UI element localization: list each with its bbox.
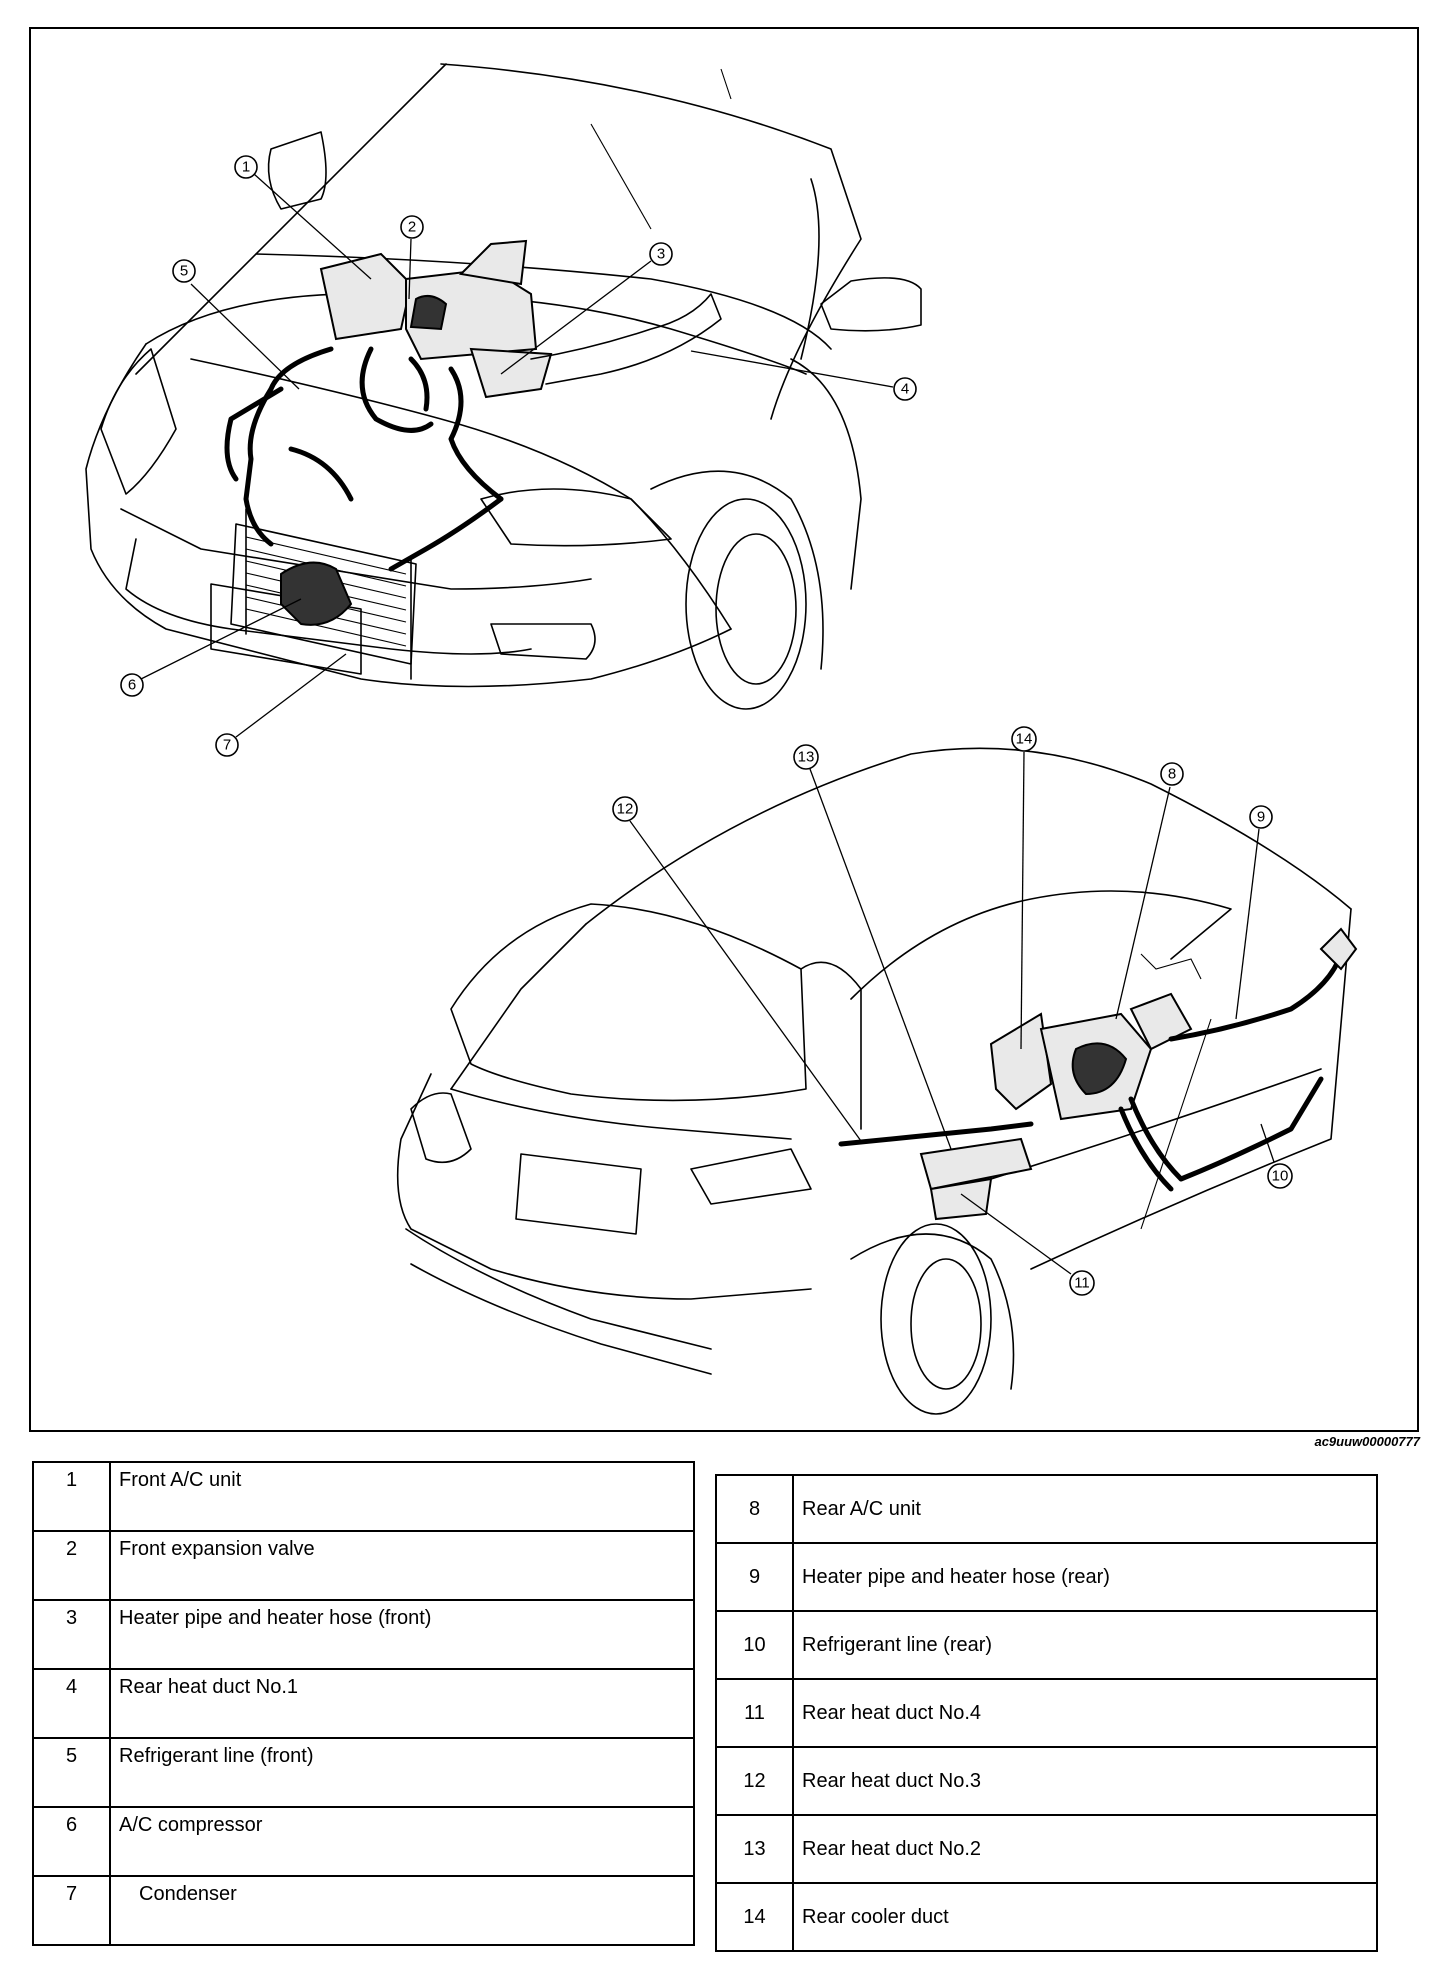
legend-number: 10 bbox=[715, 1610, 794, 1680]
callout-8: 8 bbox=[1160, 762, 1184, 786]
diagram-frame: 1 2 3 4 5 6 7 8 9 10 11 12 13 14 bbox=[29, 27, 1419, 1432]
callout-14: 14 bbox=[1011, 726, 1037, 752]
legend-number: 13 bbox=[715, 1814, 794, 1884]
svg-text:2: 2 bbox=[408, 219, 416, 236]
legend-label: Heater pipe and heater hose (front) bbox=[109, 1599, 695, 1670]
legend-number: 5 bbox=[32, 1737, 111, 1808]
legend-label: Front A/C unit bbox=[109, 1461, 695, 1532]
callout-5: 5 bbox=[172, 259, 196, 283]
callout-2: 2 bbox=[400, 215, 424, 239]
svg-text:12: 12 bbox=[617, 801, 634, 818]
legend-label: Refrigerant line (front) bbox=[109, 1737, 695, 1808]
legend-label: Rear cooler duct bbox=[792, 1882, 1378, 1952]
legend-number: 8 bbox=[715, 1474, 794, 1544]
svg-text:4: 4 bbox=[901, 381, 909, 398]
legend-label: Rear A/C unit bbox=[792, 1474, 1378, 1544]
legend-label: Rear heat duct No.4 bbox=[792, 1678, 1378, 1748]
legend-number: 12 bbox=[715, 1746, 794, 1816]
legend-label: Heater pipe and heater hose (rear) bbox=[792, 1542, 1378, 1612]
image-code: ac9uuw00000777 bbox=[1314, 1434, 1420, 1449]
svg-text:14: 14 bbox=[1016, 731, 1033, 748]
callout-13: 13 bbox=[793, 744, 819, 770]
legend-number: 14 bbox=[715, 1882, 794, 1952]
svg-text:9: 9 bbox=[1257, 809, 1265, 826]
legend-number: 4 bbox=[32, 1668, 111, 1739]
svg-text:11: 11 bbox=[1074, 1275, 1090, 1292]
legend-number: 6 bbox=[32, 1806, 111, 1877]
legend-label: Front expansion valve bbox=[109, 1530, 695, 1601]
legend-label: Condenser bbox=[109, 1875, 695, 1946]
svg-text:13: 13 bbox=[798, 749, 815, 766]
svg-text:7: 7 bbox=[223, 737, 231, 754]
legend-label: Rear heat duct No.1 bbox=[109, 1668, 695, 1739]
svg-text:6: 6 bbox=[128, 677, 136, 694]
callout-10: 10 bbox=[1267, 1163, 1293, 1189]
svg-text:10: 10 bbox=[1272, 1168, 1289, 1185]
front-vehicle-drawing bbox=[85, 63, 922, 710]
svg-text:8: 8 bbox=[1168, 766, 1176, 783]
legend-label: Rear heat duct No.2 bbox=[792, 1814, 1378, 1884]
legend-label: Rear heat duct No.3 bbox=[792, 1746, 1378, 1816]
callout-3: 3 bbox=[649, 242, 673, 266]
legend-number: 3 bbox=[32, 1599, 111, 1670]
legend-label: Refrigerant line (rear) bbox=[792, 1610, 1378, 1680]
leader-lines bbox=[140, 173, 1275, 1275]
svg-text:3: 3 bbox=[657, 246, 665, 263]
legend-number: 1 bbox=[32, 1461, 111, 1532]
legend-label: A/C compressor bbox=[109, 1806, 695, 1877]
legend-number: 11 bbox=[715, 1678, 794, 1748]
callout-12: 12 bbox=[612, 796, 638, 822]
legend-number: 7 bbox=[32, 1875, 111, 1946]
ac-system-illustration: 1 2 3 4 5 6 7 8 9 10 11 12 13 14 bbox=[85, 63, 1358, 1415]
svg-text:5: 5 bbox=[180, 263, 188, 280]
callout-7: 7 bbox=[215, 733, 239, 757]
rear-vehicle-drawing bbox=[396, 747, 1358, 1415]
callout-11: 11 bbox=[1069, 1270, 1095, 1296]
callout-1: 1 bbox=[234, 155, 258, 179]
callout-9: 9 bbox=[1249, 805, 1273, 829]
callout-6: 6 bbox=[120, 673, 144, 697]
legend-number: 9 bbox=[715, 1542, 794, 1612]
callout-markers: 1 2 3 4 5 6 7 8 9 10 11 12 13 14 bbox=[120, 155, 1293, 1296]
legend-number: 2 bbox=[32, 1530, 111, 1601]
svg-text:1: 1 bbox=[242, 159, 250, 176]
callout-4: 4 bbox=[893, 377, 917, 401]
